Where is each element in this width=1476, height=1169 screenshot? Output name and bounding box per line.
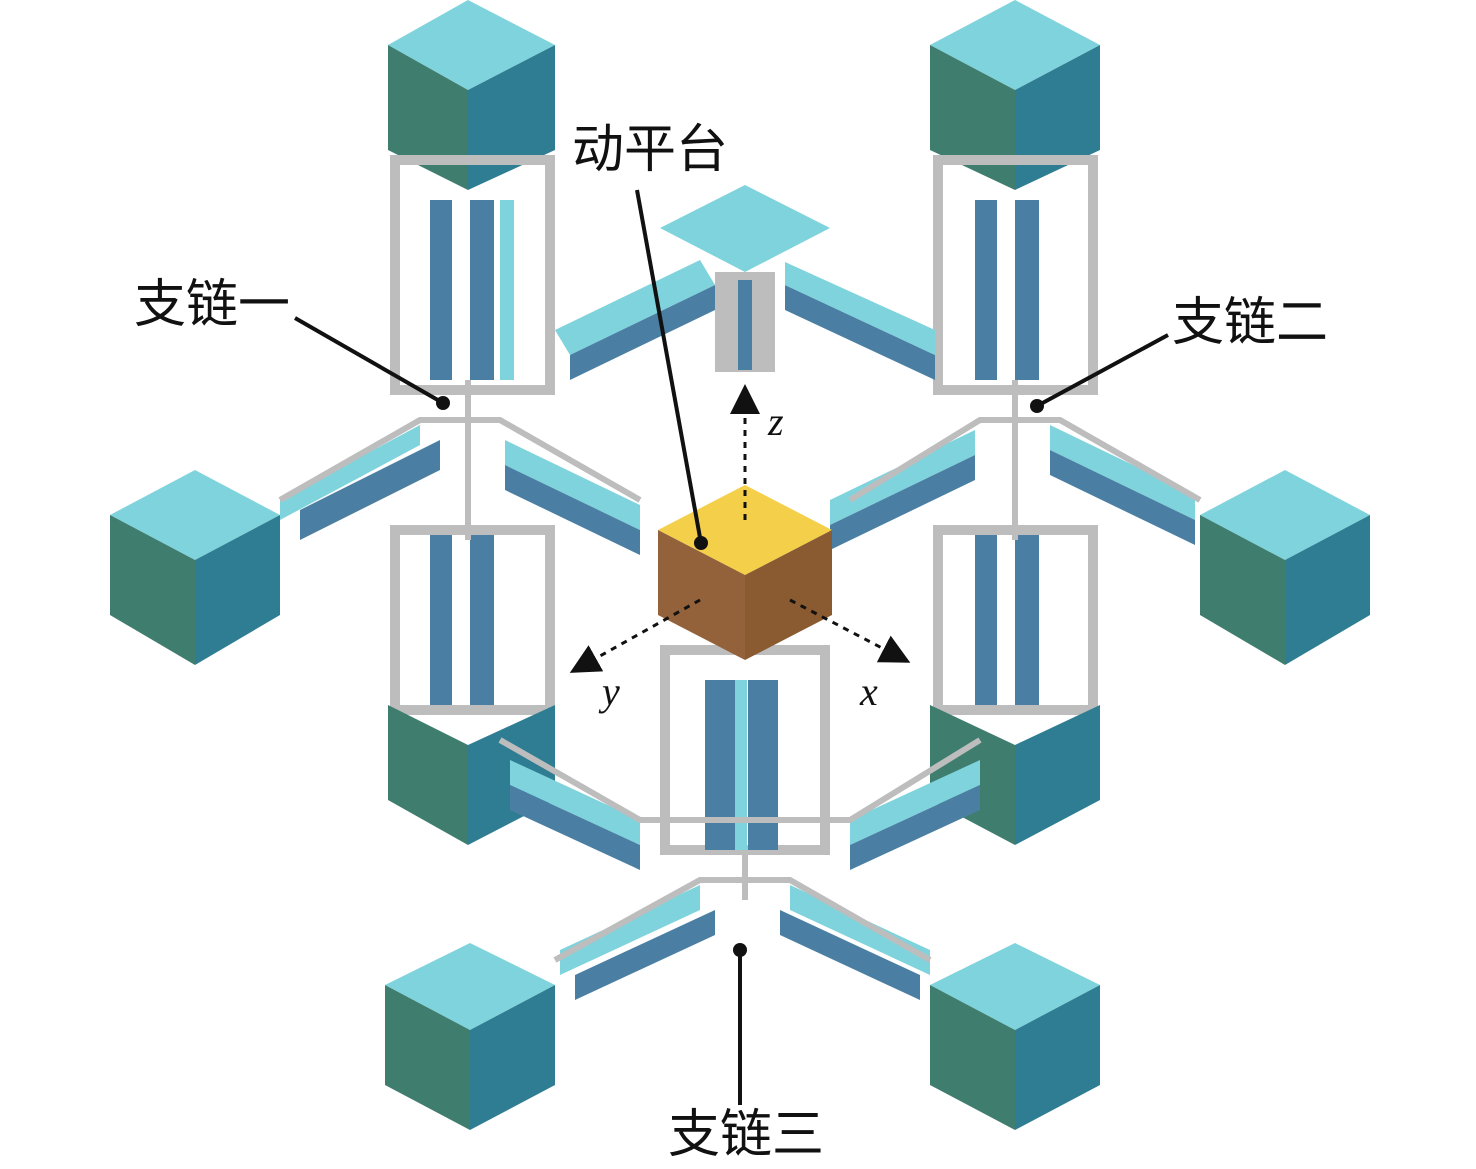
limb-two-dot	[1030, 399, 1044, 413]
leader-lines	[294, 189, 1169, 1105]
limb-one-dot	[436, 396, 450, 410]
frame-connectors	[278, 380, 1202, 963]
moving-platform-label: 动平台	[572, 120, 728, 180]
coordinate-axes	[569, 384, 911, 673]
limb-one-horizontal-block	[110, 425, 640, 665]
y-axis-label: y	[598, 669, 620, 714]
z-axis-label: z	[767, 399, 784, 444]
limb-two-label: 支链二	[1172, 293, 1328, 353]
limb-one-leader	[294, 316, 444, 405]
limb-one-label: 支链一	[134, 275, 290, 335]
moving-platform-leader	[635, 189, 703, 544]
limb-two-horizontal-block	[830, 425, 1370, 665]
lower-horizontal-links	[510, 760, 980, 1000]
x-axis-arrow	[789, 598, 911, 663]
limb-three-bottom-blocks	[385, 943, 1100, 1130]
moving-platform-cube	[658, 485, 832, 660]
limb-two-leader	[1036, 333, 1169, 408]
leader-dots	[436, 396, 1044, 957]
limb-three-dot	[733, 943, 747, 957]
limb-three-label: 支链三	[668, 1105, 824, 1165]
x-axis-label: x	[859, 669, 878, 714]
upper-horizontal-links	[555, 260, 935, 380]
moving-platform-dot	[694, 536, 708, 550]
limb-one-vertical-column	[388, 0, 555, 845]
top-center-block	[660, 185, 830, 372]
limb-two-vertical-column	[930, 0, 1100, 845]
